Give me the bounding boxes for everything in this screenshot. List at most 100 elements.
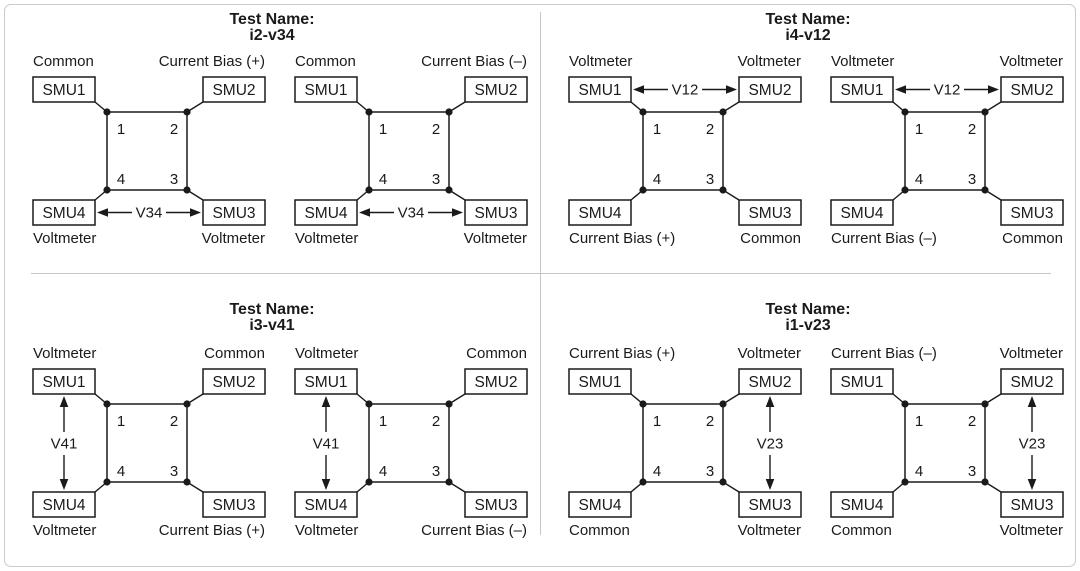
contact-dot-4 <box>639 478 647 486</box>
smu3-label: SMU3 <box>212 205 255 222</box>
contact-dot-2 <box>719 108 727 116</box>
smu2-box <box>202 76 266 103</box>
role-label-bottom-right: Voltmeter <box>1000 522 1063 539</box>
contact-dot-1 <box>103 400 111 408</box>
smu4-box <box>294 491 358 518</box>
terminal-number-4: 4 <box>653 171 661 188</box>
role-label-top-right: Voltmeter <box>1000 53 1063 70</box>
contact-dot-2 <box>445 400 453 408</box>
smu4-box <box>568 491 632 518</box>
smu2-box <box>738 76 802 103</box>
role-label-bottom-left: Current Bias (+) <box>569 230 675 247</box>
smu4-label: SMU4 <box>42 497 85 514</box>
sample-square <box>106 111 188 191</box>
smu2-box <box>1000 76 1064 103</box>
panel-title: Test Name: i4-v12 <box>540 12 1076 43</box>
smu1-box <box>830 368 894 395</box>
smu3-box <box>738 491 802 518</box>
terminal-number-1: 1 <box>653 121 661 138</box>
voltage-arrow-top: V12 <box>633 82 737 99</box>
role-label-top-left: Voltmeter <box>33 345 96 362</box>
contact-dot-3 <box>719 186 727 194</box>
role-label-top-right: Voltmeter <box>1000 345 1063 362</box>
terminal-number-4: 4 <box>915 171 923 188</box>
contact-dot-3 <box>981 478 989 486</box>
panel-title: Test Name: i2-v34 <box>4 12 540 43</box>
voltage-arrow-bottom: V34 <box>97 205 201 222</box>
smu1-box <box>294 76 358 103</box>
role-label-top-left: Common <box>295 53 356 70</box>
contact-dot-1 <box>901 400 909 408</box>
smu3-box <box>202 491 266 518</box>
smu-connection-diagram: Voltmeter Voltmeter Current Bias (+) Com… <box>568 53 802 247</box>
diagram-slot: Voltmeter Voltmeter Current Bias (–) Com… <box>827 50 1067 250</box>
sample-square <box>642 403 724 483</box>
contact-dot-4 <box>901 186 909 194</box>
test-panel-i3-v41: Test Name: i3-v41 Voltmeter Common Voltm… <box>4 274 540 567</box>
terminal-number-2: 2 <box>432 413 440 430</box>
smu2-box <box>1000 368 1064 395</box>
smu3-box <box>738 199 802 226</box>
contact-dot-3 <box>445 186 453 194</box>
voltage-label: V12 <box>934 82 961 99</box>
smu3-box <box>202 199 266 226</box>
contact-dot-3 <box>445 478 453 486</box>
role-label-top-right: Common <box>204 345 265 362</box>
role-label-bottom-right: Voltmeter <box>738 522 801 539</box>
panel-title: Test Name: i3-v41 <box>4 302 540 333</box>
terminal-number-2: 2 <box>170 121 178 138</box>
terminal-number-3: 3 <box>706 463 714 480</box>
test-panel-i2-v34: Test Name: i2-v34 Common Current Bias (+… <box>4 4 540 273</box>
terminal-number-2: 2 <box>170 413 178 430</box>
contact-dot-4 <box>103 186 111 194</box>
role-label-bottom-left: Voltmeter <box>33 522 96 539</box>
diagram-slot: Common Current Bias (–) Voltmeter Voltme… <box>291 50 531 250</box>
role-label-top-left: Voltmeter <box>295 345 358 362</box>
smu4-label: SMU4 <box>304 497 347 514</box>
smu4-label: SMU4 <box>578 205 621 222</box>
smu4-box <box>32 491 96 518</box>
terminal-number-4: 4 <box>379 463 387 480</box>
test-name-label: Test Name: <box>765 11 851 28</box>
role-label-bottom-right: Voltmeter <box>202 230 265 247</box>
smu4-box <box>568 199 632 226</box>
smu2-label: SMU2 <box>212 82 255 99</box>
horizontal-divider <box>31 272 1051 274</box>
smu1-box <box>568 368 632 395</box>
test-name-value: i3-v41 <box>249 316 295 334</box>
voltage-arrow-right: V23 <box>757 396 783 490</box>
test-panel-i4-v12: Test Name: i4-v12 Voltmeter Voltmeter Cu… <box>540 4 1076 273</box>
role-label-top-left: Current Bias (+) <box>569 345 675 362</box>
terminal-number-2: 2 <box>432 121 440 138</box>
voltage-arrow-top: V12 <box>895 82 999 99</box>
contact-dot-2 <box>981 400 989 408</box>
smu2-box <box>738 368 802 395</box>
test-name-label: Test Name: <box>229 301 315 318</box>
contact-dot-4 <box>901 478 909 486</box>
terminal-number-2: 2 <box>968 121 976 138</box>
voltage-arrow-bottom: V34 <box>359 205 463 222</box>
smu-connection-diagram: Voltmeter Voltmeter Current Bias (–) Com… <box>830 53 1064 247</box>
smu3-label: SMU3 <box>212 497 255 514</box>
smu-connection-diagram: Current Bias (+) Voltmeter Common Voltme… <box>568 345 802 539</box>
smu4-label: SMU4 <box>42 205 85 222</box>
terminal-number-1: 1 <box>915 413 923 430</box>
smu4-box <box>830 199 894 226</box>
contact-dot-1 <box>639 108 647 116</box>
terminal-number-3: 3 <box>706 171 714 188</box>
smu4-label: SMU4 <box>840 497 883 514</box>
terminal-number-2: 2 <box>706 121 714 138</box>
voltage-arrow-left: V41 <box>51 396 77 490</box>
smu1-label: SMU1 <box>42 374 85 391</box>
smu2-label: SMU2 <box>748 374 791 391</box>
smu2-box <box>464 76 528 103</box>
smu3-box <box>1000 199 1064 226</box>
smu3-label: SMU3 <box>1010 205 1053 222</box>
terminal-number-1: 1 <box>379 121 387 138</box>
test-panel-i1-v23: Test Name: i1-v23 Current Bias (+) Voltm… <box>540 274 1076 567</box>
smu1-label: SMU1 <box>578 374 621 391</box>
contact-dot-1 <box>901 108 909 116</box>
voltage-label: V12 <box>672 82 699 99</box>
smu1-box <box>830 76 894 103</box>
role-label-top-left: Voltmeter <box>569 53 632 70</box>
